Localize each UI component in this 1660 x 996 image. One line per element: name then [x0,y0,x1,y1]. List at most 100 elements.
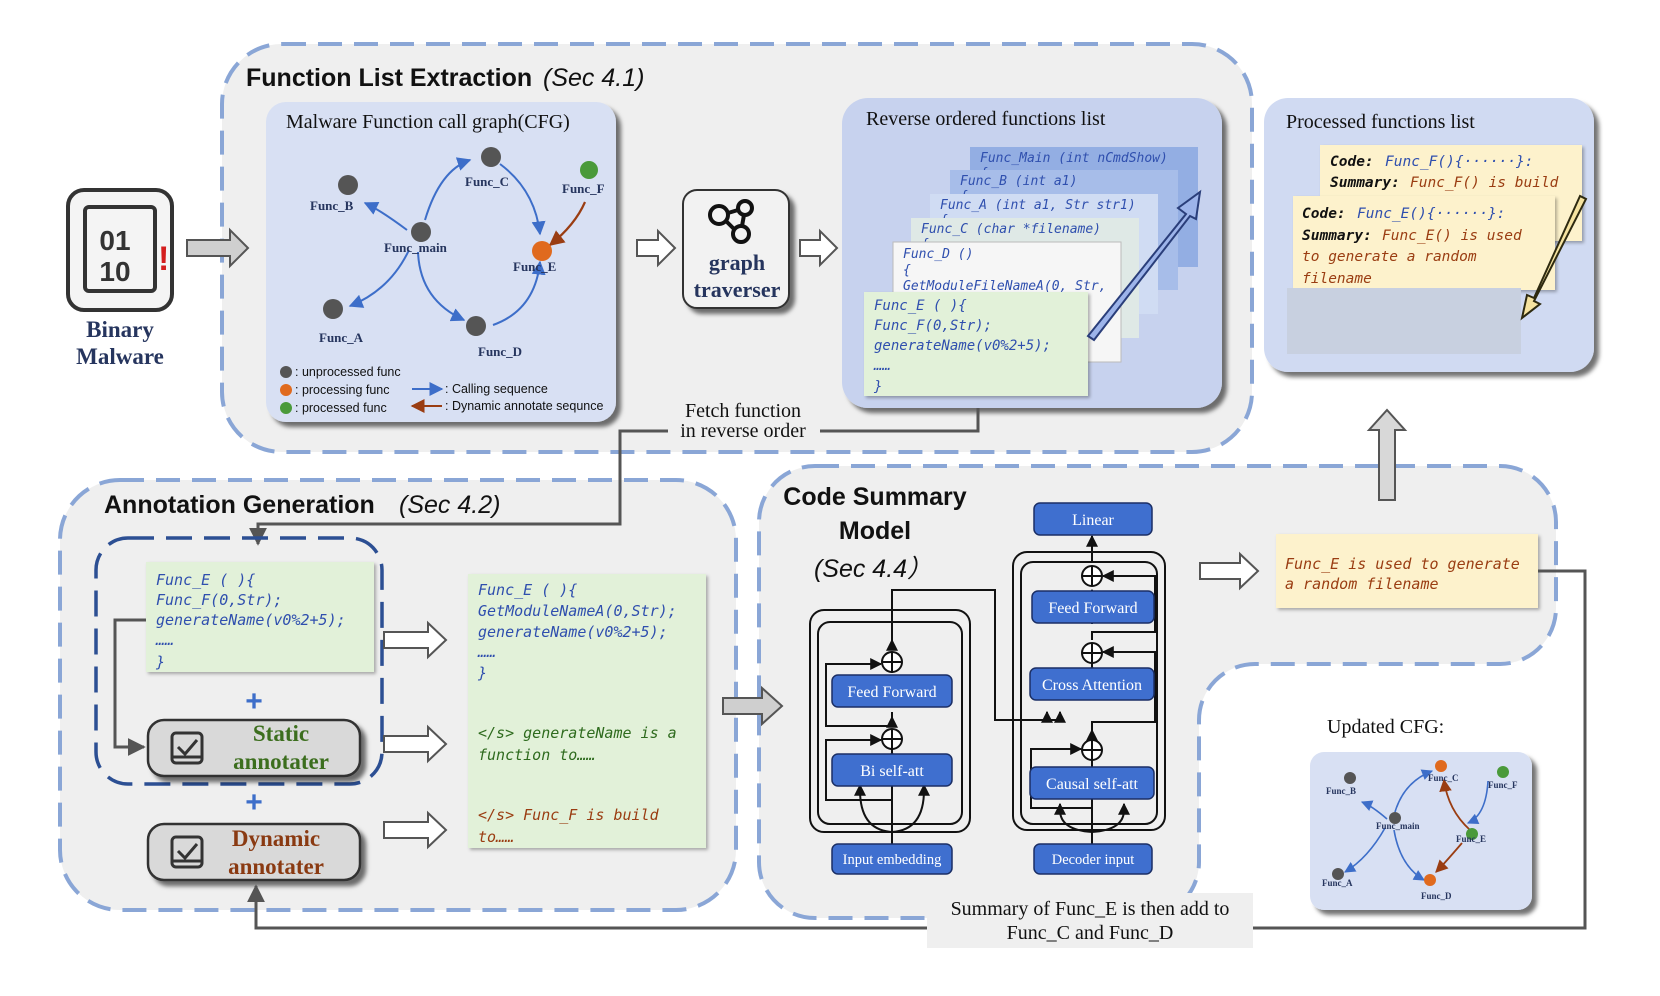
processed-card2-code: Func_E(){······}: [1357,206,1505,222]
fetch-label-bg [668,400,820,444]
graph-traverser-label-2: traverser [694,277,781,302]
ag-title: Annotation Generation [104,491,375,519]
decoder-feed-forward-block: Feed Forward [1048,600,1137,617]
ag-output-dynamic-1: </s> Func_F is build [478,806,660,824]
cross-attention-block: Cross Attention [1042,677,1142,694]
processed-card-2-tail [1287,288,1521,354]
svg-text:Func_D: Func_D [1421,891,1452,901]
cfg-dynamic-edge [548,201,587,246]
dynamic-annotater-label-1: Dynamic [232,826,320,851]
reverse-list-stack-arrow [1086,189,1202,342]
reverse-list-front-code: Func_E ( ){ Func_F(0,Str); generateName(… [873,298,1051,395]
binary-malware-icon: 01 10 ! [66,188,174,312]
graph-traverser-icon [708,199,754,244]
feedback-label-bg [927,893,1253,948]
svg-text:Func_B: Func_B [1326,786,1356,796]
svg-text:Func_D (): Func_D () [903,247,973,262]
svg-text:Func_C (char *filename): Func_C (char *filename) [921,222,1101,237]
svg-text:: unprocessed func: : unprocessed func [295,365,401,379]
arrow-to-summary-output [1199,551,1260,591]
model-blocks: Linear Feed Forward Cross Attention Caus… [831,502,1155,875]
svg-text:GetModuleFileNameA(0, Str,: GetModuleFileNameA(0, Str, [903,279,1107,294]
svg-text:……: …… [873,358,891,374]
updated-cfg-nodes [1332,760,1509,886]
svg-text:}: } [873,379,882,395]
feedback-label-1: Summary of Func_E is then add to [951,898,1230,920]
summary-output-line-2: a random filename [1285,575,1439,593]
svg-text:Func_F: Func_F [1488,780,1518,790]
summary-output-card [1276,534,1538,608]
svg-text:: Calling sequence: : Calling sequence [445,382,548,396]
processed-card1-summary-label: Summary: [1330,175,1400,191]
bi-self-att-block: Bi self-att [860,763,924,780]
svg-text:Func_E: Func_E [1456,834,1486,844]
ag-code-line-2: Func_F(0,Str); [156,591,282,609]
processed-card2-summary-2: to generate a random [1302,249,1477,265]
graph-traverser-label-1: graph [709,250,765,275]
svg-text:Func_E: Func_E [513,259,556,274]
linear-block: Linear [1072,512,1114,529]
processed-card2-summary-1: Func_E() is used [1382,228,1522,244]
plus-sign-1: + [245,685,263,718]
ag-sec: (Sec 4.2) [399,491,500,519]
processed-list-title: Processed functions list [1286,111,1475,133]
decoder-input-block: Decoder input [1052,852,1135,868]
dynamic-annotater-label-2: annotater [228,854,324,879]
cfg-title: Malware Function call graph(CFG) [286,111,570,133]
feedback-connector [247,569,1587,930]
csm-sec: (Sec 4.4） [814,555,932,583]
ag-output-dynamic-2: to…… [478,828,514,846]
ag-output-card [468,574,706,848]
code-to-static-connector [113,618,146,756]
svg-text:Func_D: Func_D [478,344,522,359]
svg-text:Func_F: Func_F [562,181,605,196]
svg-text:Func_B: Func_B [310,198,354,213]
processed-card-2 [1293,196,1555,290]
plus-sign-2: + [245,786,263,819]
processed-card2-code-label: Code: [1302,206,1346,222]
static-annotater-label-1: Static [253,721,309,746]
static-annotater-label-2: annotater [233,749,329,774]
svg-text:Func_A (int a1, Str str1): Func_A (int a1, Str str1) [940,198,1136,213]
svg-text:Func_main: Func_main [384,240,448,255]
static-annotater-icon [170,731,204,765]
svg-text:{: { [903,263,911,278]
fle-title: Function List Extraction [246,64,532,92]
svg-text:01: 01 [99,225,130,256]
svg-text:: processed func: : processed func [295,401,387,415]
processed-card2-summary-label: Summary: [1302,228,1372,244]
ag-output-code-2: GetModuleNameA(0,Str); [478,602,677,620]
updated-cfg-title: Updated CFG: [1327,716,1444,738]
svg-text:Func_C: Func_C [1428,773,1459,783]
processed-card1-code-label: Code: [1330,154,1374,170]
ag-output-code-4: …… [477,643,496,661]
svg-text:Func_A: Func_A [319,330,364,345]
processed-card1-summary: Func_F() is build [1410,175,1559,191]
cfg-nodes [323,147,598,336]
updated-cfg-box [1310,752,1532,910]
svg-text:Func_F(0,Str);: Func_F(0,Str); [874,318,992,334]
ag-output-code-5: } [477,664,487,682]
decoder-outlines [1012,551,1166,831]
input-embedding-block: Input embedding [843,852,942,868]
processed-card1-code: Func_F(){······}: [1385,154,1533,170]
svg-text:Func_C: Func_C [465,174,509,189]
fetch-label-1: Fetch function [685,400,801,422]
updated-cfg-labels: Func_B Func_C Func_F Func_main Func_E Fu… [1322,773,1518,901]
svg-text:Func_A: Func_A [1322,878,1353,888]
ag-output-static-2: function to…… [478,746,595,764]
processed-list-arrow [1520,194,1588,321]
up-arrow-to-processed [1366,408,1408,501]
fle-sec: (Sec 4.1) [543,64,644,92]
svg-text:Func_E ( ){: Func_E ( ){ [874,298,967,314]
ag-code-line-1: Func_E ( ){ [156,571,255,589]
hollow-arrows-row1 [186,227,839,269]
svg-text:generateName(v0%2+5);: generateName(v0%2+5); [874,338,1051,354]
ag-code-card [146,562,374,672]
dynamic-annotater-icon [170,835,204,869]
add-nodes [881,565,1103,761]
svg-text:Func_main: Func_main [1376,821,1420,831]
summary-output-line-1: Func_E is used to generate [1285,555,1520,573]
